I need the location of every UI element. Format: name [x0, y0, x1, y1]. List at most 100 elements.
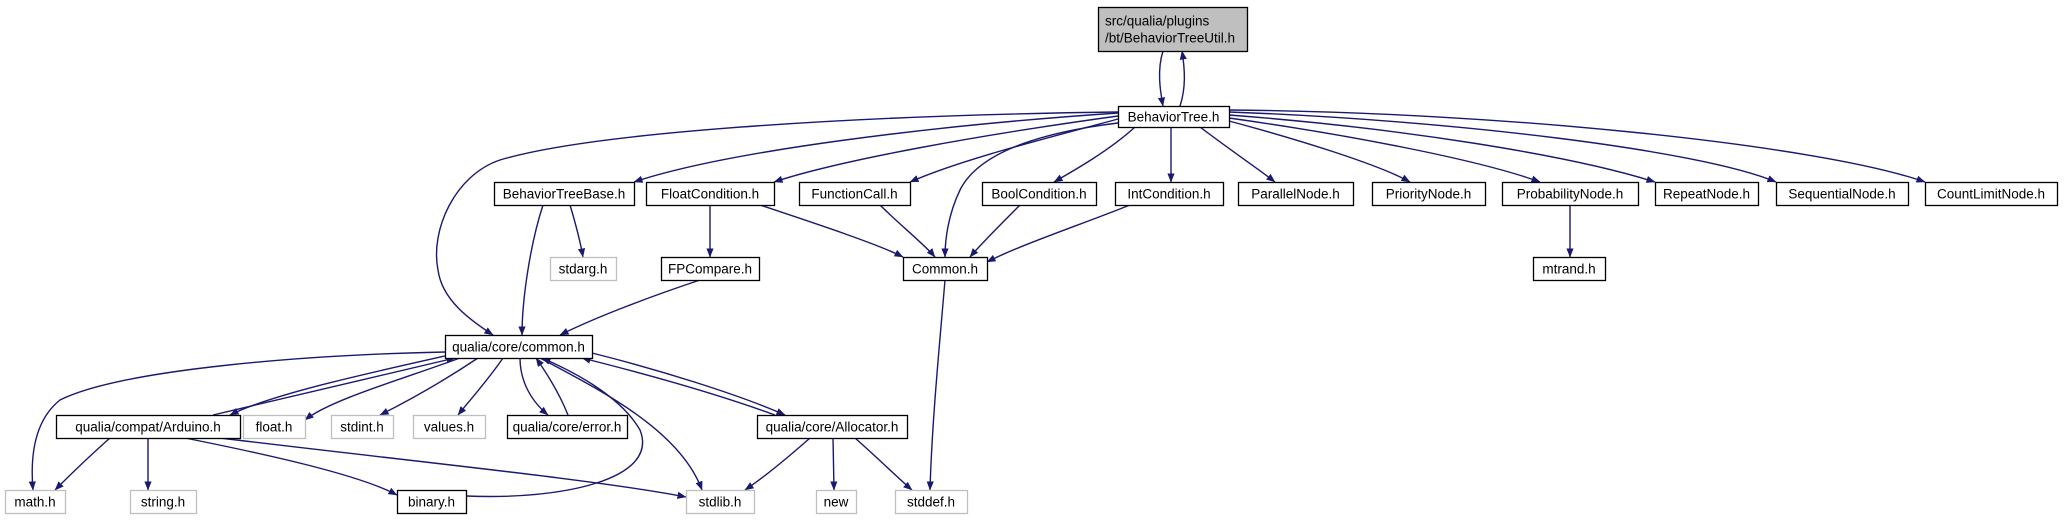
node-stdlib: stdlib.h [685, 489, 756, 515]
node-box-error [506, 414, 629, 440]
node-box-common [902, 256, 989, 282]
edge-qcommon-to-stdlib [539, 357, 703, 491]
node-box-values [412, 414, 487, 440]
node-btbase[interactable]: BehaviorTreeBase.h [493, 181, 636, 207]
node-label-floath: float.h [256, 420, 293, 435]
edge-btbase-to-qcommon [518, 204, 544, 336]
node-label-bt: BehaviorTree.h [1128, 110, 1220, 125]
edge-root-to-bt [1157, 50, 1165, 107]
node-bt[interactable]: BehaviorTree.h [1117, 105, 1231, 129]
edge-allocator-to-stddef [854, 437, 913, 491]
node-label-sequential: SequentialNode.h [1788, 187, 1895, 202]
node-box-mtrand [1532, 256, 1607, 282]
node-boolcond[interactable]: BoolCondition.h [981, 181, 1098, 207]
edge-arduino-to-binary [184, 437, 398, 496]
edge-fpcompare-to-qcommon [559, 279, 701, 336]
node-label-priority: PriorityNode.h [1386, 187, 1472, 202]
node-priority[interactable]: PriorityNode.h [1371, 181, 1487, 207]
node-allocator[interactable]: qualia/core/Allocator.h [756, 414, 909, 440]
node-label-repeat: RepeatNode.h [1663, 187, 1750, 202]
edge-bt-to-btbase [633, 112, 1119, 183]
node-label-floatcond: FloatCondition.h [661, 187, 759, 202]
edge-bt-to-root [1179, 50, 1187, 107]
node-label-funccall: FunctionCall.h [811, 187, 897, 202]
node-intcond[interactable]: IntCondition.h [1114, 181, 1225, 207]
edge-bt-to-countlimit [1228, 109, 1926, 183]
edge-common-to-stddef [926, 279, 946, 491]
edge-bt-to-priority [1228, 120, 1411, 183]
node-box-probability [1501, 181, 1640, 207]
node-label-stdlib: stdlib.h [699, 495, 742, 510]
edge-error-to-qcommon [535, 357, 569, 416]
node-math: math.h [4, 489, 67, 515]
edge-qcommon-to-allocator [591, 352, 786, 416]
node-label-string: string.h [141, 495, 185, 510]
edge-bt-to-repeat [1228, 114, 1656, 183]
node-floatcond[interactable]: FloatCondition.h [645, 181, 776, 207]
node-arduino[interactable]: qualia/compat/Arduino.h [55, 414, 242, 440]
node-box-repeat [1654, 181, 1760, 207]
node-box-stdlib [685, 489, 756, 515]
node-box-binary [396, 489, 468, 515]
node-box-stdint [330, 414, 395, 440]
edge-qcommon-to-stdint [379, 357, 479, 416]
node-funccall[interactable]: FunctionCall.h [798, 181, 912, 207]
edge-bt-to-parallel [1199, 126, 1276, 183]
node-common[interactable]: Common.h [902, 256, 989, 282]
node-fpcompare[interactable]: FPCompare.h [660, 256, 761, 282]
edge-intcond-to-common [986, 204, 1131, 263]
node-box-arduino [55, 414, 242, 440]
node-box-root [1097, 6, 1249, 53]
node-repeat[interactable]: RepeatNode.h [1654, 181, 1760, 207]
edge-bt-to-floatcond [773, 115, 1119, 183]
node-label-root: /bt/BehaviorTreeUtil.h [1105, 31, 1235, 46]
edge-arduino-to-qcommon [212, 356, 456, 416]
node-floath: float.h [242, 414, 307, 440]
node-error[interactable]: qualia/core/error.h [506, 414, 629, 440]
node-box-bt [1117, 105, 1231, 129]
node-label-binary: binary.h [408, 495, 455, 510]
node-new: new [815, 489, 858, 515]
node-sequential[interactable]: SequentialNode.h [1775, 181, 1910, 207]
node-box-sequential [1775, 181, 1910, 207]
node-box-qcommon [444, 334, 594, 360]
node-mtrand[interactable]: mtrand.h [1532, 256, 1607, 282]
edge-bt-to-probability [1228, 117, 1541, 183]
edge-floatcond-to-common [759, 204, 904, 258]
node-label-values: values.h [424, 420, 474, 435]
node-label-stdint: stdint.h [340, 420, 384, 435]
node-root[interactable]: src/qualia/plugins/bt/BehaviorTreeUtil.h [1097, 6, 1249, 53]
node-stddef: stddef.h [894, 489, 969, 515]
node-label-qcommon: qualia/core/common.h [452, 340, 585, 355]
edges-layer [28, 50, 1926, 499]
node-label-common: Common.h [912, 262, 978, 277]
node-qcommon[interactable]: qualia/core/common.h [444, 334, 594, 360]
node-parallel[interactable]: ParallelNode.h [1237, 181, 1355, 207]
node-box-countlimit [1924, 181, 2059, 207]
nodes-layer: src/qualia/plugins/bt/BehaviorTreeUtil.h… [4, 6, 2059, 515]
node-label-new: new [824, 495, 849, 510]
node-label-stddef: stddef.h [907, 495, 955, 510]
node-box-intcond [1114, 181, 1225, 207]
edge-qcommon-to-floath [304, 357, 461, 421]
node-label-error: qualia/core/error.h [513, 420, 622, 435]
node-label-math: math.h [14, 495, 55, 510]
node-binary[interactable]: binary.h [396, 489, 468, 515]
node-countlimit[interactable]: CountLimitNode.h [1924, 181, 2059, 207]
edge-allocator-to-stdlib [744, 437, 811, 491]
edge-bt-to-common [941, 122, 1119, 258]
node-label-fpcompare: FPCompare.h [668, 262, 752, 277]
edge-binary-to-qcommon [465, 357, 644, 498]
edge-bt-to-qcommon [435, 111, 1119, 336]
node-box-stdarg [549, 256, 618, 282]
edge-bt-to-boolcond [1053, 126, 1136, 183]
node-label-stdarg: stdarg.h [559, 262, 608, 277]
node-stdarg: stdarg.h [549, 256, 618, 282]
node-box-math [4, 489, 67, 515]
node-box-floath [242, 414, 307, 440]
node-box-string [129, 489, 198, 515]
node-probability[interactable]: ProbabilityNode.h [1501, 181, 1640, 207]
edge-qcommon-to-error [519, 357, 549, 416]
node-label-allocator: qualia/core/Allocator.h [766, 420, 899, 435]
